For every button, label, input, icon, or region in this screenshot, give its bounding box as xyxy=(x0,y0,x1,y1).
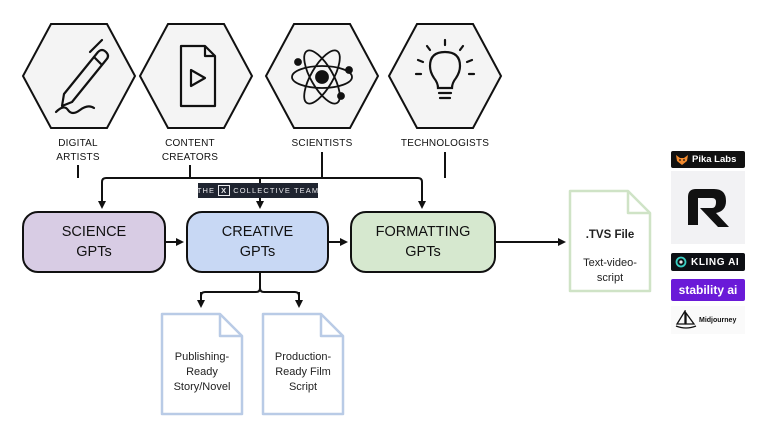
branch-right xyxy=(259,287,300,297)
creative-gpts-box[interactable]: CREATIVE GPTs xyxy=(186,211,329,273)
atom-icon xyxy=(291,49,353,105)
hex-digital-artists xyxy=(21,23,137,129)
hex-scientists xyxy=(264,23,380,129)
bus-line xyxy=(101,177,423,200)
kling-ai-logo: KLING AI xyxy=(671,253,745,271)
production-doc-shape xyxy=(261,312,345,416)
tvs-doc-shape xyxy=(568,189,652,293)
pen-icon xyxy=(54,38,110,115)
pika-labs-logo: Pika Labs xyxy=(671,151,745,168)
science-gpts-box[interactable]: SCIENCE GPTs xyxy=(22,211,166,273)
hex-content-creators xyxy=(138,23,254,129)
stability-ai-logo: stability ai xyxy=(671,279,745,301)
runway-r-icon xyxy=(688,189,729,227)
x-logo-icon: X xyxy=(218,185,231,196)
sailboat-icon xyxy=(675,310,697,329)
kling-icon xyxy=(675,256,687,268)
role-label-digital-artists: DIGITAL ARTISTS xyxy=(56,138,100,163)
fox-icon xyxy=(676,154,688,165)
role-label-content-creators: CONTENT CREATORS xyxy=(161,138,219,163)
midjourney-logo: Midjourney xyxy=(671,306,745,334)
role-label-technologists: TECHNOLOGISTS xyxy=(400,138,490,149)
publishing-ready-output: Publishing- Ready Story/Novel xyxy=(173,351,231,393)
tvs-file-title: .TVS File xyxy=(585,229,635,241)
formatting-gpts-box[interactable]: FORMATTING GPTs xyxy=(350,211,496,273)
video-file-icon xyxy=(179,44,217,108)
tvs-file-description: Text-video- script xyxy=(583,257,637,284)
branch-left xyxy=(200,272,261,297)
publishing-doc-shape xyxy=(160,312,244,416)
lightbulb-icon xyxy=(414,38,476,100)
role-label-scientists: SCIENTISTS xyxy=(291,138,353,149)
production-ready-output: Production- Ready Film Script xyxy=(274,351,332,393)
collective-team-banner: THE X COLLECTIVE TEAM xyxy=(197,183,318,198)
runway-logo xyxy=(671,171,745,244)
hex-technologists xyxy=(387,23,503,129)
